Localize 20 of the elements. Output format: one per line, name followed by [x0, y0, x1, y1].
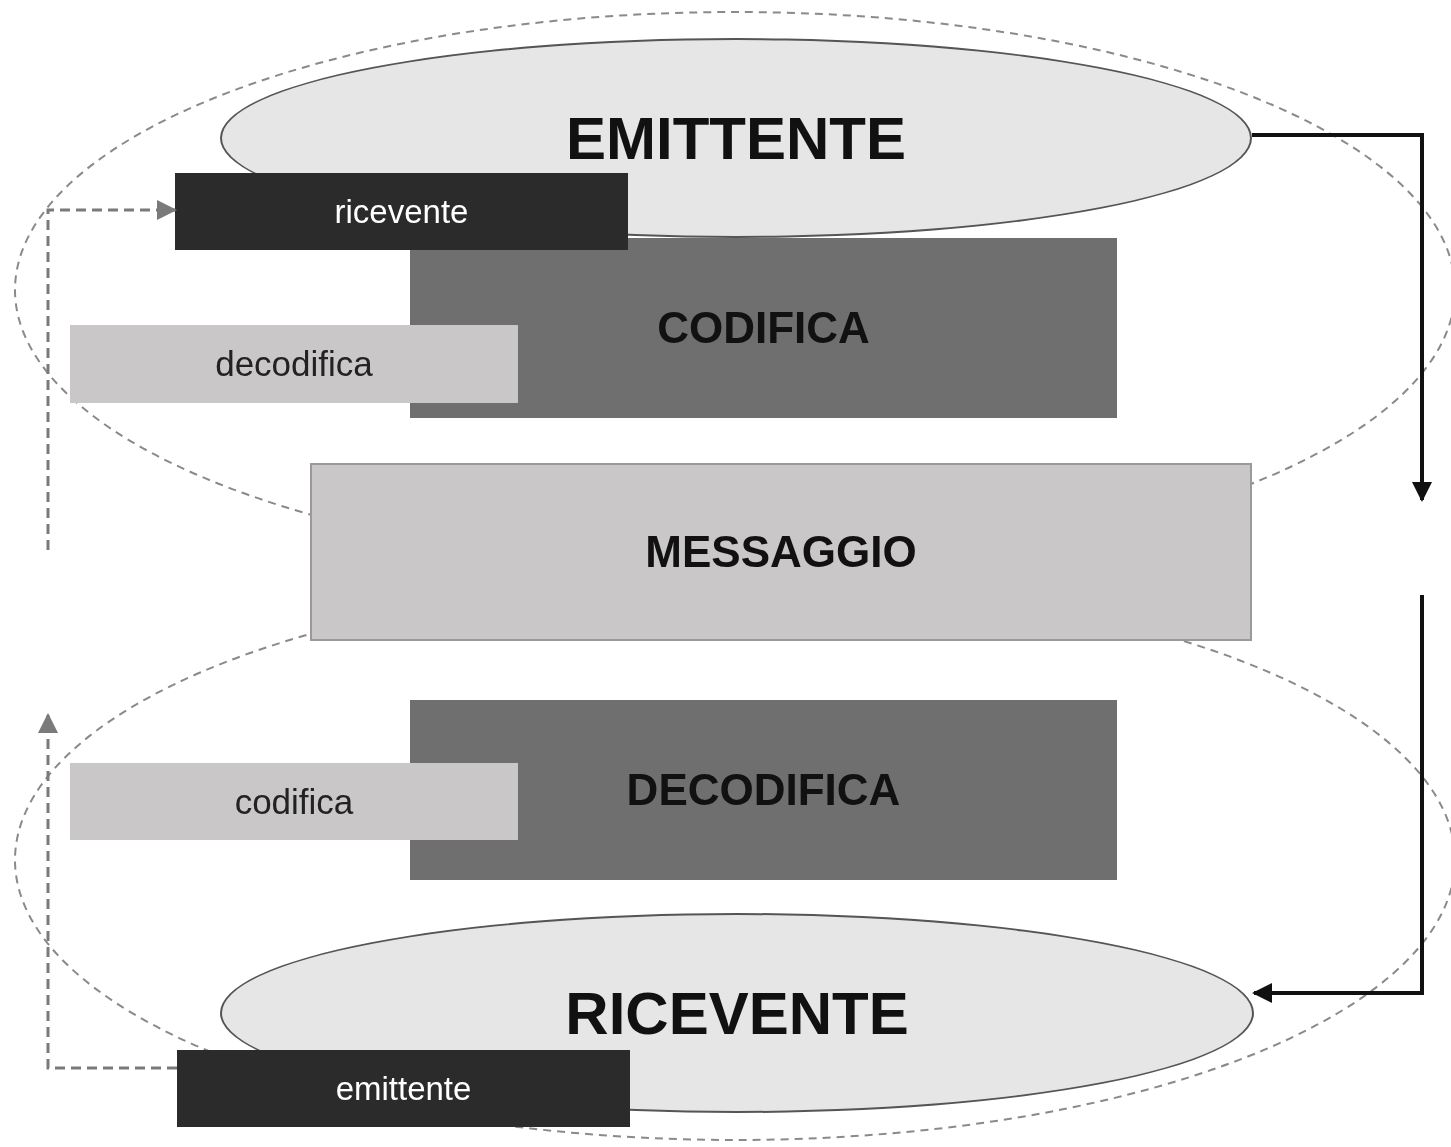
node-label: codifica	[234, 781, 354, 822]
process-box	[70, 325, 518, 403]
process-box	[410, 238, 1117, 418]
node-label: EMITTENTE	[566, 103, 906, 173]
node-label: emittente	[335, 1069, 472, 1108]
process-box	[410, 700, 1117, 880]
process-box	[310, 463, 1252, 641]
arrow	[46, 200, 177, 550]
arrow	[1252, 595, 1424, 1003]
process-box	[70, 763, 518, 840]
arrow	[1252, 133, 1432, 502]
node-label: CODIFICA	[657, 303, 870, 353]
process-box	[177, 1050, 630, 1127]
arrow	[38, 713, 177, 1070]
node-label: MESSAGGIO	[645, 527, 917, 577]
node-label: decodifica	[215, 344, 373, 384]
node-label: ricevente	[334, 192, 469, 231]
node-label: DECODIFICA	[626, 765, 901, 815]
process-box	[175, 173, 628, 250]
node-label: RICEVENTE	[565, 978, 909, 1048]
